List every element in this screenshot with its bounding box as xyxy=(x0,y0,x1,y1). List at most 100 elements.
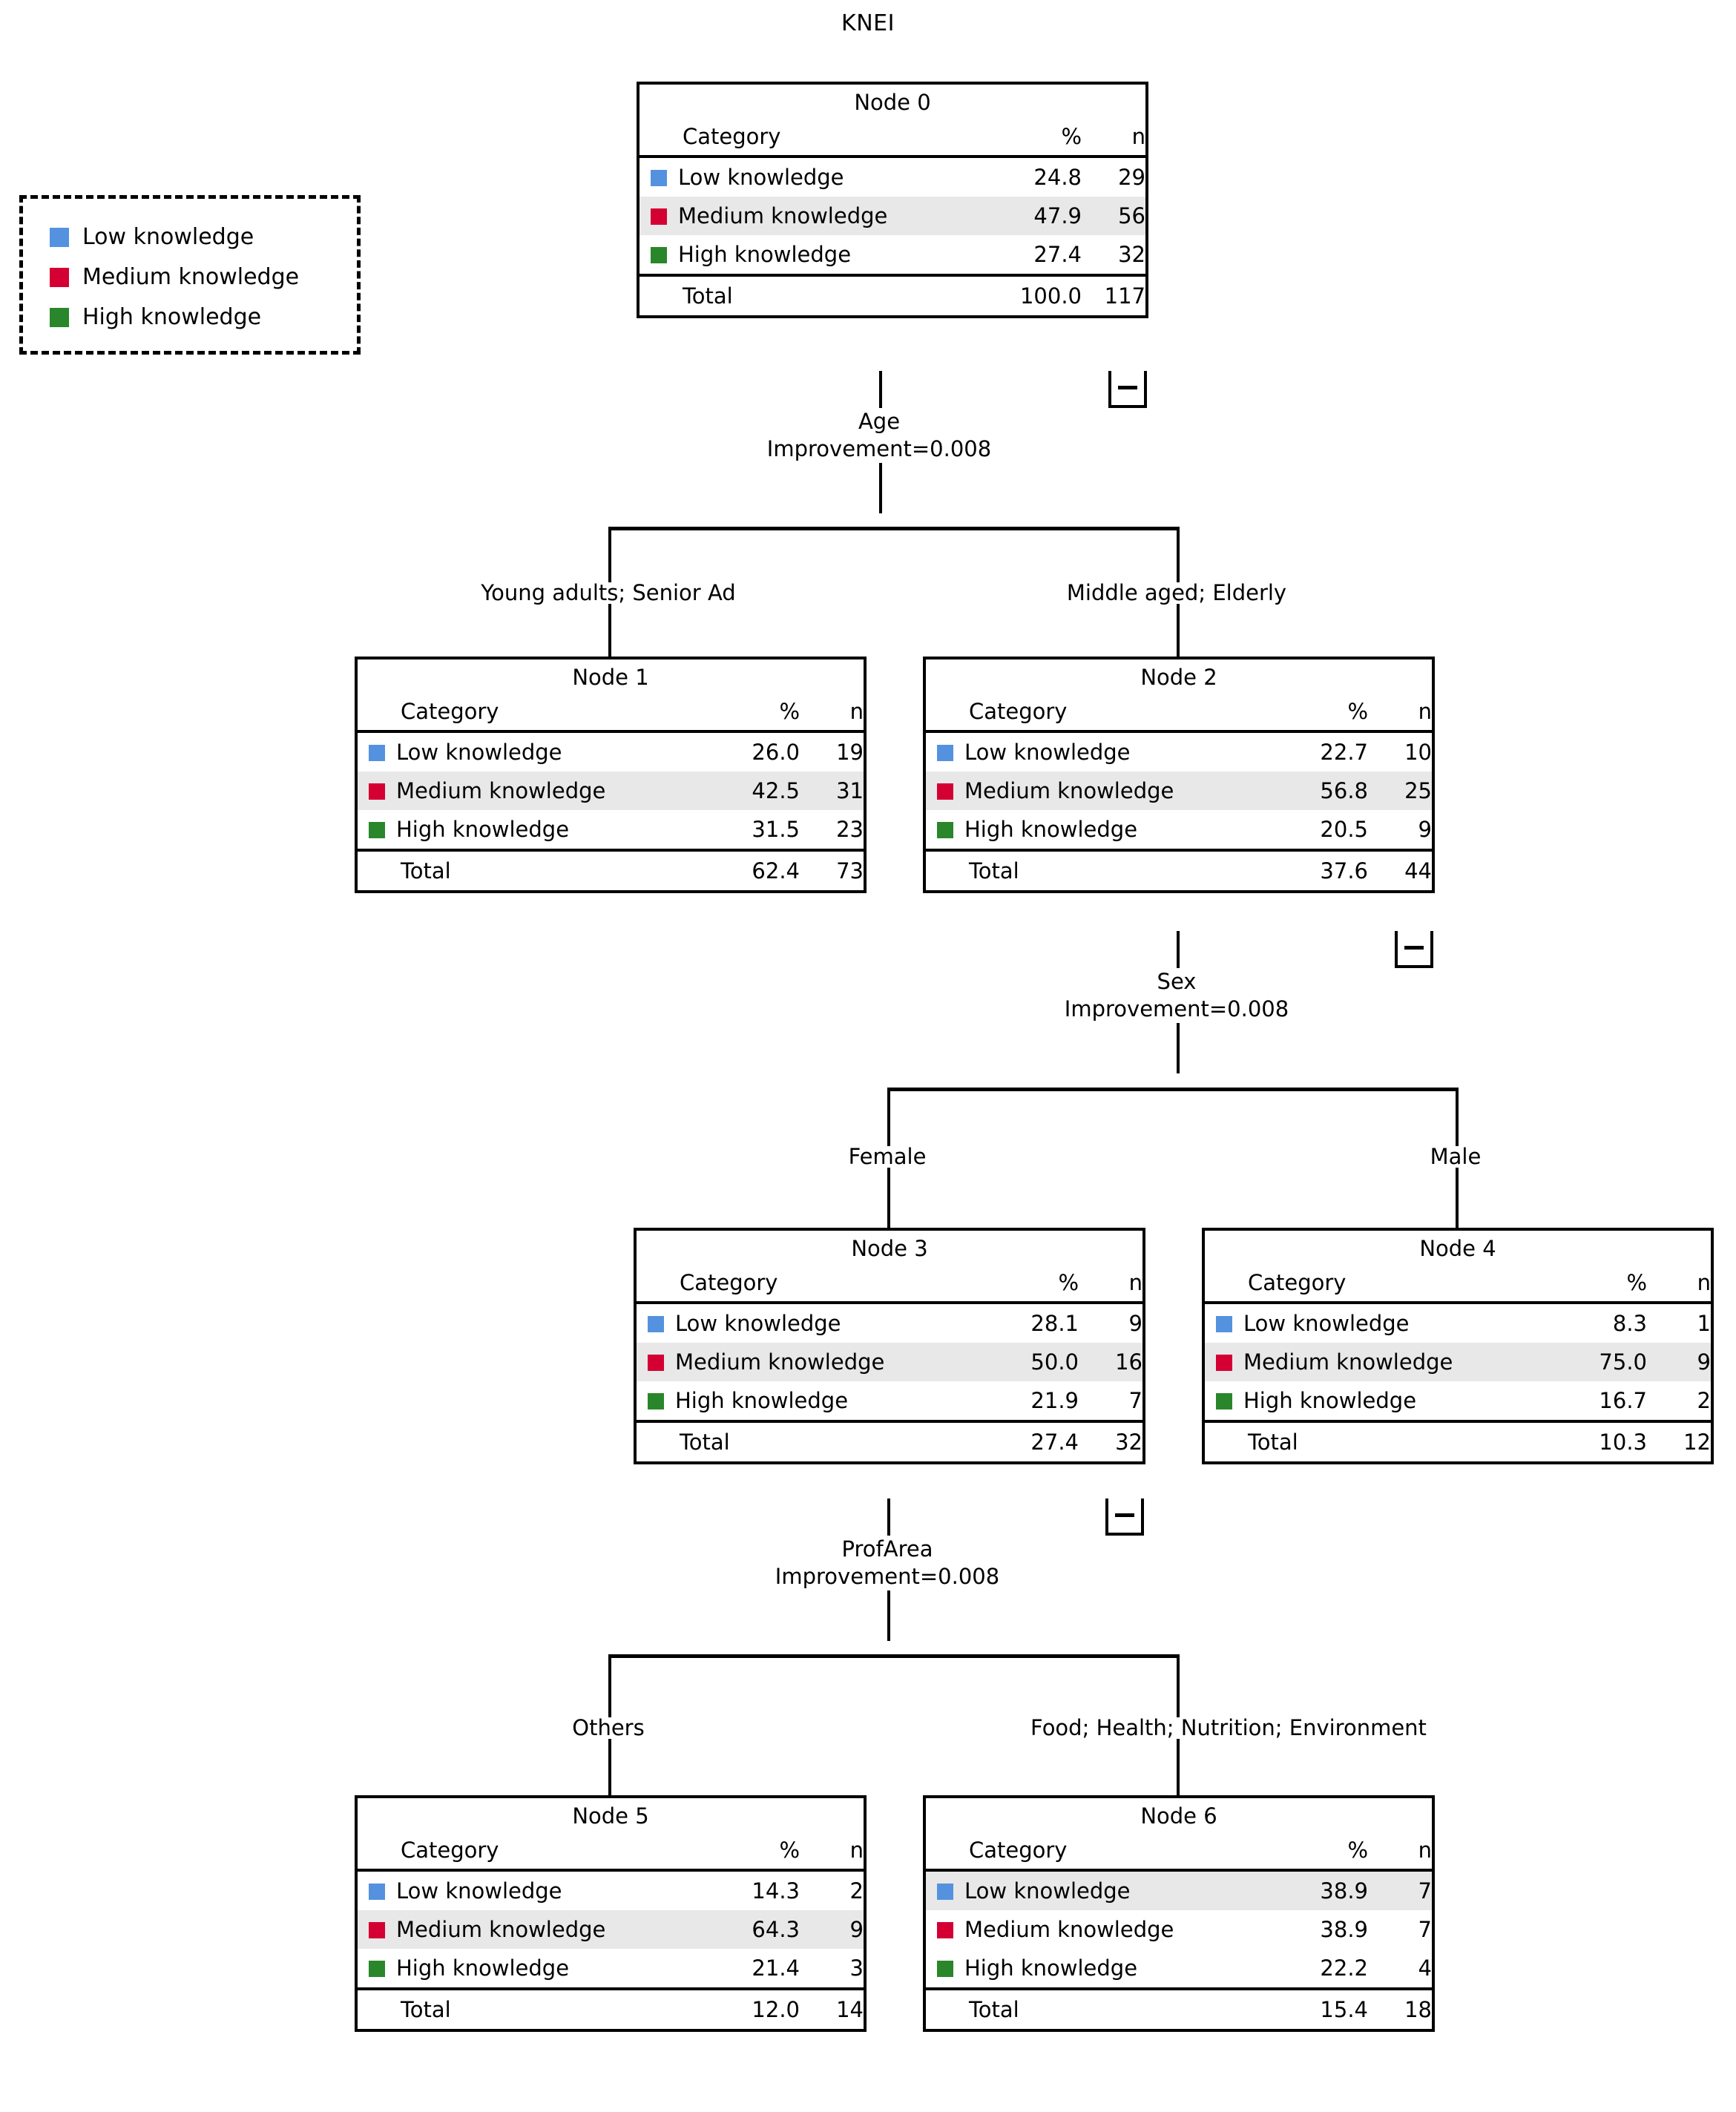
header-n: n xyxy=(1082,118,1145,159)
row-swatch-high-icon xyxy=(926,810,964,850)
node-4-title: Node 4 xyxy=(1419,1236,1496,1261)
table-row: Low knowledge 26.0 19 xyxy=(358,731,864,772)
row-swatch-low-icon xyxy=(358,731,396,772)
table-row: Medium knowledge 56.8 25 xyxy=(926,772,1432,811)
row-percent: 47.9 xyxy=(1033,203,1082,228)
minus-icon xyxy=(1404,946,1424,950)
total-percent: 37.6 xyxy=(1166,849,1368,891)
row-label: High knowledge xyxy=(964,816,1138,842)
row-label: Medium knowledge xyxy=(964,1916,1174,1942)
table-row: Medium knowledge 42.5 31 xyxy=(358,772,864,811)
row-label: Medium knowledge xyxy=(1243,1349,1453,1375)
table-row: High knowledge 27.4 32 xyxy=(640,235,1145,275)
split-sex-variable: Sex xyxy=(1157,969,1197,994)
header-n: n xyxy=(1647,1264,1711,1305)
header-n: n xyxy=(1368,1832,1432,1872)
legend-swatch-high-icon xyxy=(50,308,69,327)
header-swatch-spacer xyxy=(926,693,964,734)
row-n: 31 xyxy=(836,777,864,803)
split-age-improvement: Improvement=0.008 xyxy=(766,436,992,462)
total-percent: 15.4 xyxy=(1166,1987,1368,2030)
row-swatch-high-icon xyxy=(358,1949,396,1989)
header-n: n xyxy=(800,1832,864,1872)
table-row: High knowledge 21.4 3 xyxy=(358,1949,864,1989)
tree-node-6[interactable]: Node 6 Category % n Low knowledge 38.9 7… xyxy=(923,1795,1435,2033)
row-label: Low knowledge xyxy=(964,1878,1131,1904)
row-percent: 31.5 xyxy=(752,816,800,842)
row-label: High knowledge xyxy=(675,1387,849,1413)
tree-node-2[interactable]: Node 2 Category % n Low knowledge 22.7 1… xyxy=(923,657,1435,894)
total-swatch-spacer xyxy=(358,1987,396,2030)
collapse-button-node-2[interactable] xyxy=(1395,931,1433,968)
row-label: Low knowledge xyxy=(1243,1310,1410,1336)
branch-middle-aged-elderly: Middle aged; Elderly xyxy=(954,582,1399,604)
table-header-row: Category % n xyxy=(637,1264,1142,1305)
table-row: Medium knowledge 75.0 9 xyxy=(1205,1343,1711,1382)
table-header-row: Category % n xyxy=(358,1832,864,1872)
legend-swatch-low-icon xyxy=(50,228,69,247)
table-header-row: Category % n xyxy=(926,693,1432,734)
table-total-row: Total 37.6 44 xyxy=(926,849,1432,891)
row-n: 9 xyxy=(849,1916,864,1942)
header-swatch-spacer xyxy=(637,1264,675,1305)
header-percent: % xyxy=(1445,1264,1647,1305)
legend-label-medium: Medium knowledge xyxy=(82,264,300,290)
node-1-table: Category % n Low knowledge 26.0 19 Mediu… xyxy=(358,693,864,891)
node-6-title: Node 6 xyxy=(1140,1803,1217,1829)
branch-others: Others xyxy=(386,1717,831,1739)
total-swatch-spacer xyxy=(926,1987,964,2030)
row-n: 32 xyxy=(1118,241,1145,267)
tree-node-1[interactable]: Node 1 Category % n Low knowledge 26.0 1… xyxy=(355,657,867,894)
row-n: 7 xyxy=(1128,1387,1142,1413)
row-percent: 22.2 xyxy=(1320,1955,1368,1981)
table-row: High knowledge 21.9 7 xyxy=(637,1381,1142,1421)
row-swatch-low-icon xyxy=(637,1303,675,1343)
legend-item-low: Low knowledge xyxy=(50,217,299,257)
tree-node-4[interactable]: Node 4 Category % n Low knowledge 8.3 1 … xyxy=(1202,1228,1714,1465)
legend-label-high: High knowledge xyxy=(82,304,262,330)
header-n: n xyxy=(1368,693,1432,734)
row-percent: 50.0 xyxy=(1030,1349,1079,1375)
tree-node-0[interactable]: Node 0 Category % n Low knowledge 24.8 2… xyxy=(637,82,1148,319)
row-percent: 21.4 xyxy=(752,1955,800,1981)
table-row: Low knowledge 14.3 2 xyxy=(358,1870,864,1910)
node-2-title: Node 2 xyxy=(1140,665,1217,690)
row-label: High knowledge xyxy=(1243,1387,1417,1413)
table-row: High knowledge 16.7 2 xyxy=(1205,1381,1711,1421)
edge-sex-crossbar xyxy=(887,1088,1459,1091)
tree-node-5[interactable]: Node 5 Category % n Low knowledge 14.3 2… xyxy=(355,1795,867,2033)
row-label: Low knowledge xyxy=(396,739,562,765)
total-n: 44 xyxy=(1368,849,1432,891)
node-5-table: Category % n Low knowledge 14.3 2 Medium… xyxy=(358,1832,864,2030)
header-swatch-spacer xyxy=(640,118,678,159)
split-age-variable: Age xyxy=(858,409,901,434)
split-sex-improvement: Improvement=0.008 xyxy=(1064,996,1289,1022)
row-n: 9 xyxy=(1697,1349,1711,1375)
legend-swatch-medium-icon xyxy=(50,268,69,287)
row-swatch-high-icon xyxy=(1205,1381,1243,1421)
legend-item-medium: Medium knowledge xyxy=(50,257,299,297)
row-label: Medium knowledge xyxy=(964,777,1174,803)
table-total-row: Total 12.0 14 xyxy=(358,1987,864,2030)
collapse-button-node-0[interactable] xyxy=(1108,371,1147,408)
header-category: Category xyxy=(678,118,880,159)
row-n: 16 xyxy=(1115,1349,1142,1375)
row-swatch-low-icon xyxy=(926,1870,964,1910)
node-3-title: Node 3 xyxy=(851,1236,928,1261)
row-label: Low knowledge xyxy=(964,739,1131,765)
total-swatch-spacer xyxy=(926,849,964,891)
total-swatch-spacer xyxy=(1205,1420,1243,1462)
collapse-button-node-3[interactable] xyxy=(1105,1499,1144,1536)
total-n: 12 xyxy=(1647,1420,1711,1462)
total-n: 117 xyxy=(1082,274,1145,316)
row-percent: 22.7 xyxy=(1320,739,1368,765)
total-label: Total xyxy=(678,274,880,316)
row-swatch-medium-icon xyxy=(926,1910,964,1949)
row-swatch-low-icon xyxy=(926,731,964,772)
row-n: 2 xyxy=(849,1878,864,1904)
table-total-row: Total 100.0 117 xyxy=(640,274,1145,316)
tree-node-3[interactable]: Node 3 Category % n Low knowledge 28.1 9… xyxy=(634,1228,1145,1465)
header-n: n xyxy=(1079,1264,1142,1305)
header-percent: % xyxy=(598,693,800,734)
row-n: 23 xyxy=(836,816,864,842)
